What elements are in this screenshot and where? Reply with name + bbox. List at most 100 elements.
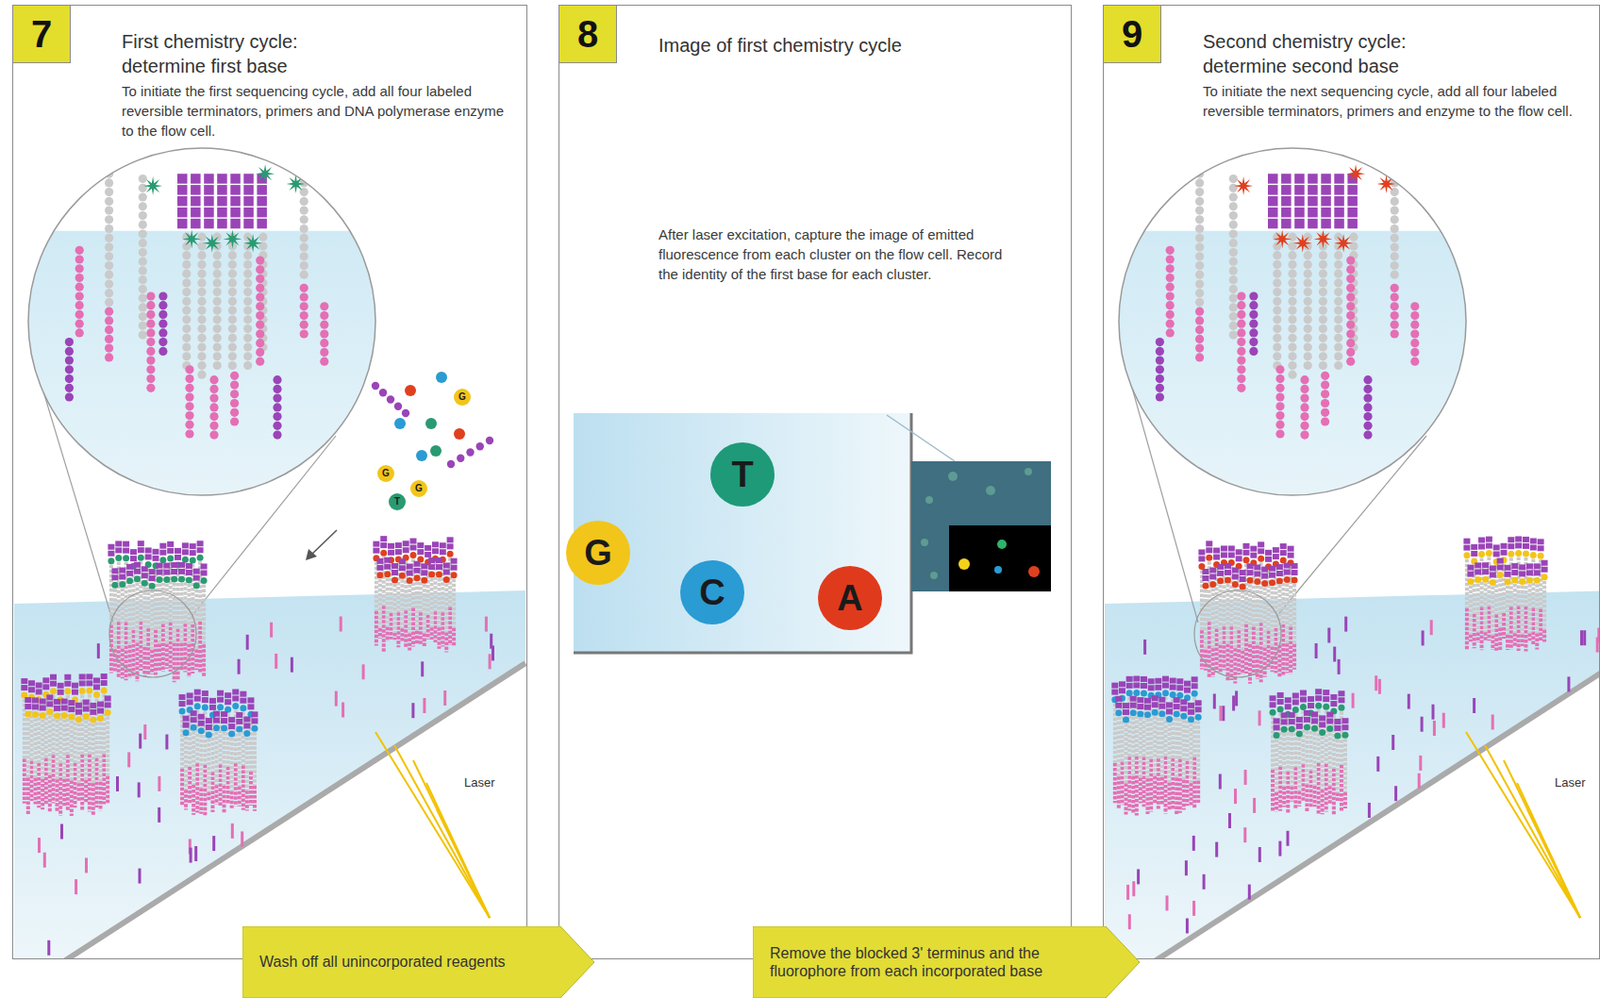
primer-block bbox=[1320, 184, 1332, 196]
fluor-dot bbox=[198, 727, 205, 734]
primer-block bbox=[1466, 565, 1474, 571]
nucleotide-label: G bbox=[410, 480, 428, 498]
primer-block bbox=[156, 563, 164, 569]
adapter-strand bbox=[1339, 765, 1344, 813]
adapter-strand bbox=[1229, 626, 1234, 681]
nucleotide-dot bbox=[1229, 201, 1238, 211]
flow-cell-surface bbox=[1104, 590, 1600, 959]
adapter-strand bbox=[1538, 608, 1543, 642]
nucleotide-dot bbox=[1275, 374, 1284, 384]
nucleotide-dot bbox=[230, 399, 239, 408]
surface-oligo bbox=[138, 733, 142, 750]
fluor-dot bbox=[1322, 703, 1330, 711]
adapter-strand bbox=[249, 771, 253, 806]
nucleotide-dot bbox=[255, 329, 265, 338]
fluor-star bbox=[202, 233, 222, 253]
nucleotide-dot bbox=[65, 383, 74, 393]
nucleotide-dot bbox=[1287, 233, 1297, 242]
nucleotide-dot bbox=[300, 320, 309, 330]
nucleotide-dot bbox=[1349, 233, 1358, 242]
fluor-dot bbox=[89, 716, 97, 723]
nucleotide-dot bbox=[138, 248, 148, 257]
base-letter: G bbox=[453, 388, 471, 406]
nucleotide-dot bbox=[1303, 342, 1313, 351]
nucleotide-dot bbox=[1363, 402, 1372, 412]
primer-block bbox=[145, 553, 152, 560]
primer-block bbox=[39, 698, 47, 704]
adapter-strand bbox=[22, 758, 27, 803]
nucleotide-dot bbox=[1333, 287, 1343, 297]
primer-block bbox=[200, 563, 208, 569]
fluor-dot bbox=[1511, 577, 1518, 584]
fluor-dot bbox=[1205, 554, 1213, 562]
nucleotide-dot bbox=[1236, 328, 1246, 337]
nucleotide-dot bbox=[182, 333, 191, 343]
surface-oligo bbox=[1407, 694, 1411, 710]
laser-beams bbox=[1466, 732, 1581, 918]
primer-block bbox=[145, 547, 152, 553]
primer-block bbox=[190, 196, 201, 207]
primer-block bbox=[1269, 695, 1277, 701]
adapter-strand bbox=[1215, 628, 1219, 673]
fluor-dot bbox=[1162, 689, 1169, 697]
primer-block bbox=[166, 548, 174, 554]
primer-block bbox=[1292, 692, 1300, 699]
primer-block bbox=[32, 703, 39, 710]
lens-content bbox=[1118, 164, 1467, 579]
base-letter: A bbox=[817, 566, 883, 631]
nucleotide-dot bbox=[1272, 278, 1282, 287]
adapter-strand bbox=[40, 779, 45, 810]
primer-block bbox=[1296, 716, 1303, 723]
nucleotide-dot bbox=[104, 187, 114, 197]
template-strand bbox=[1335, 739, 1340, 794]
primer-block bbox=[1148, 678, 1155, 684]
nucleotide-dot bbox=[184, 401, 194, 411]
nucleotide-dot bbox=[1390, 197, 1400, 206]
template-strand bbox=[1490, 585, 1495, 635]
nucleotide-dot bbox=[197, 297, 206, 306]
adapter-strand bbox=[415, 631, 419, 646]
nucleotide-dot bbox=[243, 342, 252, 351]
adapter-strand bbox=[1120, 762, 1125, 806]
nucleotide-dot bbox=[228, 333, 237, 343]
nucleotide-dot bbox=[1229, 312, 1238, 321]
nucleotide-dot bbox=[228, 306, 237, 316]
surface-oligo bbox=[1234, 690, 1238, 706]
fluor-dot bbox=[1318, 729, 1326, 736]
nucleotide-dot bbox=[1272, 315, 1282, 324]
adapter-strand bbox=[83, 780, 88, 802]
adapter-strand bbox=[233, 763, 238, 806]
nucleotide-dot bbox=[230, 416, 239, 426]
adapter-strand bbox=[1167, 783, 1172, 810]
fluor-dot bbox=[1489, 579, 1497, 586]
lens-outline bbox=[1118, 148, 1467, 496]
primer-block bbox=[203, 218, 215, 230]
adapter-strand bbox=[191, 784, 196, 816]
nucleotide-dot bbox=[1346, 283, 1355, 293]
primer-block bbox=[220, 717, 228, 724]
primer-block bbox=[1474, 568, 1482, 575]
nucleotide-dot bbox=[1287, 269, 1297, 279]
template-strand bbox=[180, 583, 184, 644]
surface-oligo bbox=[484, 616, 488, 633]
primer-block bbox=[67, 706, 75, 713]
primer-block bbox=[1148, 684, 1155, 691]
nucleotide-dot bbox=[1363, 384, 1372, 394]
nucleotide-dot bbox=[1346, 256, 1355, 266]
nucleotide-dot bbox=[1275, 401, 1284, 411]
nucleotide-dot bbox=[1166, 273, 1175, 283]
adapter-strand bbox=[436, 627, 441, 650]
adapter-strand bbox=[206, 792, 211, 802]
adapter-strand bbox=[91, 783, 96, 816]
nucleotide-dot bbox=[75, 283, 84, 292]
primer-block bbox=[230, 184, 241, 196]
fluor-dot bbox=[115, 554, 122, 562]
nucleotide-dot bbox=[243, 324, 252, 334]
adapter-strand bbox=[44, 758, 49, 804]
adapter-strand bbox=[1297, 791, 1301, 807]
adapter-strand bbox=[1142, 756, 1147, 807]
primer-block bbox=[1267, 218, 1279, 230]
adapter-strand bbox=[36, 763, 41, 808]
fluor-dot bbox=[216, 703, 224, 711]
nucleotide-dot bbox=[75, 264, 84, 273]
